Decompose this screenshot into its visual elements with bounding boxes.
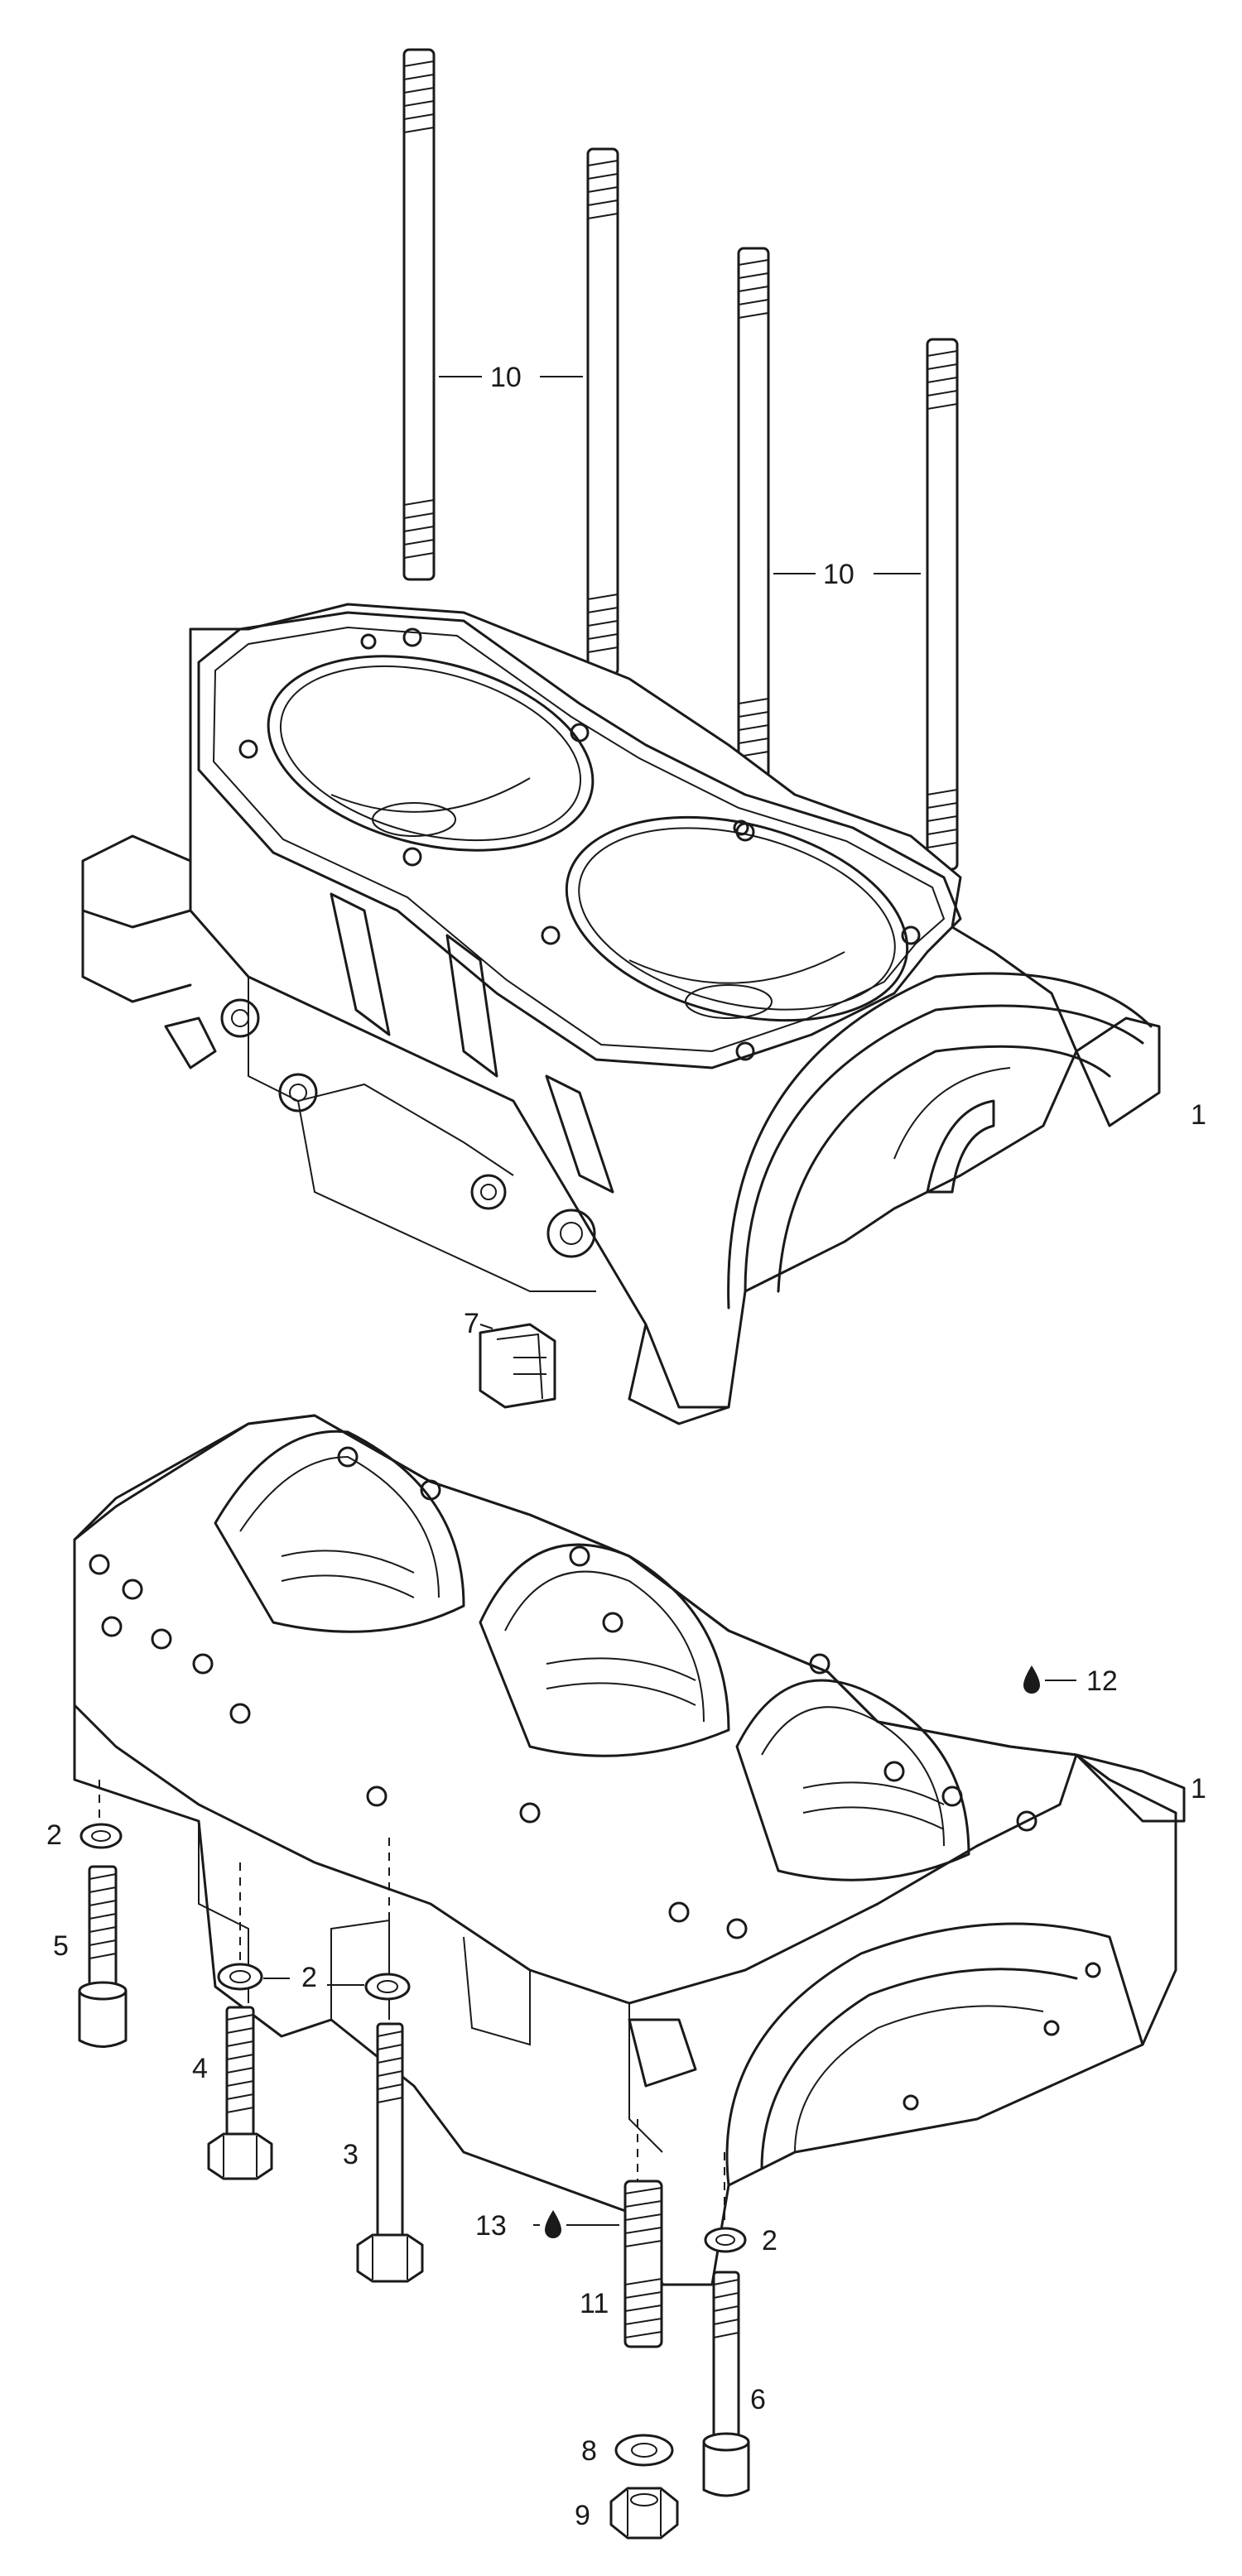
washer-2-right (704, 2227, 747, 2253)
callout-10-right: 10 (823, 559, 854, 590)
callout-9: 9 (575, 2500, 590, 2531)
callout-11: 11 (580, 2288, 609, 2319)
callout-1-lower: 1 (1191, 1773, 1206, 1805)
nut-9 (609, 2487, 679, 2540)
seal-7 (479, 1323, 556, 1409)
stud-10-a (402, 48, 436, 581)
callout-12: 12 (1086, 1665, 1118, 1697)
callout-3: 3 (343, 2139, 359, 2170)
stud-10-b (586, 147, 619, 676)
upper-crankcase-half (81, 603, 1161, 1425)
callout-10-left: 10 (490, 362, 522, 393)
leader-7 (479, 1324, 493, 1329)
stud-10-d (926, 338, 959, 871)
washer-2-left (79, 1823, 123, 1849)
screw-5 (78, 1865, 128, 2048)
callout-4: 4 (192, 2053, 208, 2084)
callout-2-right: 2 (762, 2225, 777, 2256)
callout-1-upper: 1 (1191, 1099, 1206, 1131)
stud-10-c (737, 247, 770, 780)
bolt-4 (207, 2006, 273, 2180)
callout-5: 5 (53, 1930, 69, 1962)
callout-8: 8 (581, 2435, 597, 2467)
callout-7: 7 (464, 1308, 479, 1339)
screw-6 (702, 2271, 750, 2497)
oil-drop-icon (1023, 1665, 1040, 1694)
callout-2-left: 2 (46, 1819, 62, 1851)
oil-drop-icon (545, 2210, 561, 2238)
stud-11 (623, 2180, 663, 2348)
washer-8 (614, 2434, 674, 2467)
callout-13: 13 (475, 2210, 507, 2242)
lower-crankcase-half (73, 1414, 1186, 2286)
callout-2-mid: 2 (301, 1962, 317, 1993)
assembly-dashes (99, 1780, 725, 2223)
washer-2-mid-a (217, 1963, 263, 1991)
callout-6: 6 (750, 2384, 766, 2415)
bolt-3 (356, 2022, 424, 2283)
washer-2-mid-b (364, 1973, 411, 2001)
